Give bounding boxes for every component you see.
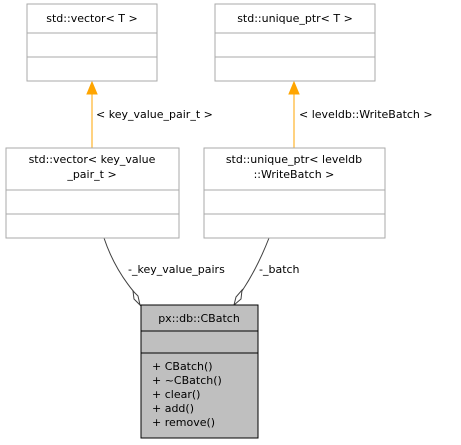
member-pairs-line: [103, 237, 135, 293]
class-box-unique-ptr-writebatch: std::unique_ptr< leveldb ::WriteBatch >: [203, 147, 386, 239]
template-vector-label: < key_value_pair_t >: [96, 108, 213, 121]
edge-template-unique-ptr: < leveldb::WriteBatch >: [288, 80, 433, 148]
template-vector-arrowhead: [86, 80, 98, 95]
method-clear: + clear(): [152, 388, 200, 401]
edge-member-pairs: -_key_value_pairs: [103, 237, 225, 307]
member-batch-label: -_batch: [259, 263, 300, 276]
class-box-vector-template: std::vector< T >: [26, 3, 158, 82]
class-name-unique-ptr-template: std::unique_ptr< T >: [237, 12, 353, 25]
class-box-unique-ptr-template: std::unique_ptr< T >: [214, 3, 376, 82]
class-name-unique-ptr-writebatch-line2: ::WriteBatch >: [254, 168, 335, 181]
template-unique-ptr-label: < leveldb::WriteBatch >: [299, 108, 433, 121]
class-box-cbatch: px::db::CBatch + CBatch() + ~CBatch() + …: [140, 304, 259, 439]
method-cbatch-constructor: + CBatch(): [152, 360, 213, 373]
class-name-cbatch: px::db::CBatch: [158, 312, 240, 325]
class-name-vector-key-value-line1: std::vector< key_value: [29, 153, 156, 166]
template-unique-ptr-arrowhead: [288, 80, 300, 95]
member-batch-line: [241, 237, 270, 292]
class-name-unique-ptr-writebatch-line1: std::unique_ptr< leveldb: [226, 153, 362, 166]
method-add: + add(): [152, 402, 194, 415]
member-pairs-label: -_key_value_pairs: [128, 263, 225, 276]
method-remove: + remove(): [152, 416, 215, 429]
method-cbatch-destructor: + ~CBatch(): [152, 374, 222, 387]
member-pairs-diamond: [132, 289, 141, 307]
class-name-vector-template: std::vector< T >: [46, 12, 137, 25]
class-box-vector-key-value: std::vector< key_value _pair_t >: [5, 147, 180, 239]
class-name-vector-key-value-line2: _pair_t >: [66, 168, 116, 181]
edge-member-batch: -_batch: [233, 237, 300, 307]
edge-template-vector: < key_value_pair_t >: [86, 80, 213, 148]
member-batch-diamond: [233, 288, 243, 307]
